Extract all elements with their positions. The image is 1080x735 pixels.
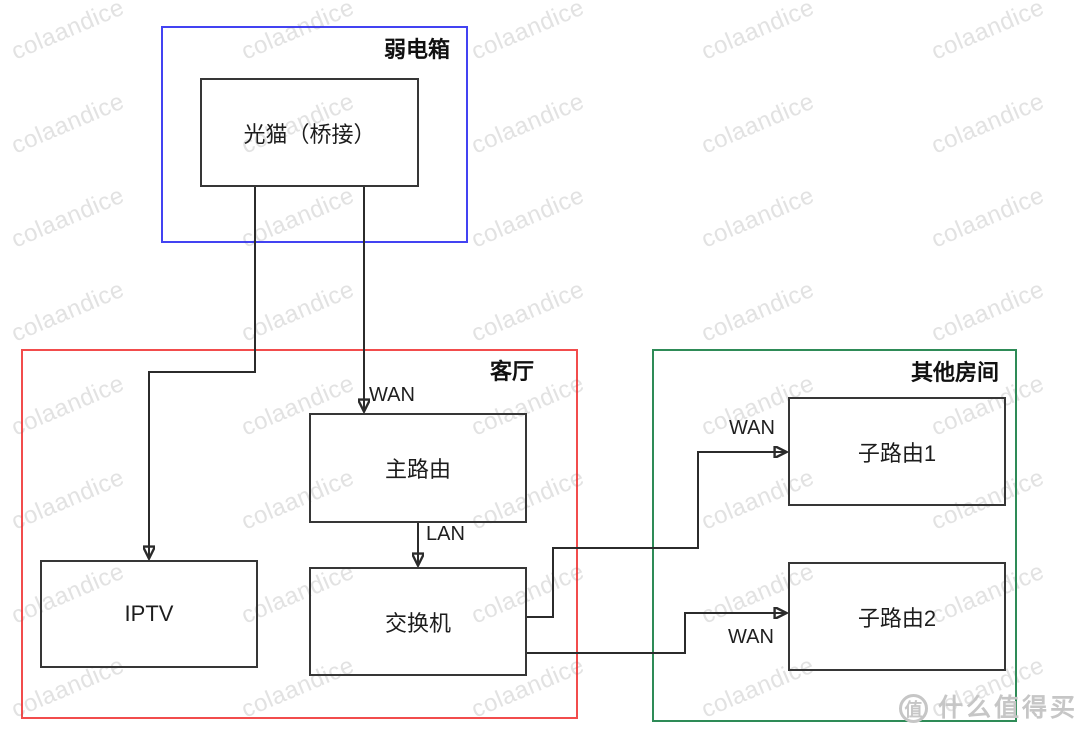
group-label-living-room: 客厅 xyxy=(489,359,534,384)
edge-label-lan: LAN xyxy=(426,523,465,545)
node-sub-router-2: 子路由2 xyxy=(788,562,1006,671)
node-label-optical-modem: 光猫（桥接） xyxy=(243,121,376,147)
group-box-living-room: 客厅 xyxy=(21,349,578,719)
edge-label-wan-sub-router-1: WAN xyxy=(729,417,775,439)
edge-label-wan-sub-router-2: WAN xyxy=(728,626,774,648)
node-main-router: 主路由 xyxy=(309,413,527,523)
group-label-weak-current: 弱电箱 xyxy=(383,37,450,62)
group-box-weak-current: 弱电箱 xyxy=(161,26,468,243)
node-label-switch: 交换机 xyxy=(384,610,451,636)
group-box-other-rooms: 其他房间 xyxy=(652,349,1017,722)
node-switch: 交换机 xyxy=(309,567,527,676)
edge-label-wan-main-router: WAN xyxy=(369,384,415,406)
node-sub-router-1: 子路由1 xyxy=(788,397,1006,506)
node-label-sub-router-2: 子路由2 xyxy=(857,605,937,631)
edge-switch-to-sub-router-1 xyxy=(527,452,786,618)
edge-switch-to-sub-router-2 xyxy=(527,613,786,654)
node-iptv: IPTV xyxy=(40,560,258,668)
group-label-other-rooms: 其他房间 xyxy=(910,360,999,385)
node-label-sub-router-1: 子路由1 xyxy=(857,440,937,466)
node-optical-modem: 光猫（桥接） xyxy=(200,78,419,187)
node-label-main-router: 主路由 xyxy=(384,457,451,482)
node-label-iptv: IPTV xyxy=(124,601,174,626)
edge-modem-to-iptv xyxy=(149,187,256,558)
